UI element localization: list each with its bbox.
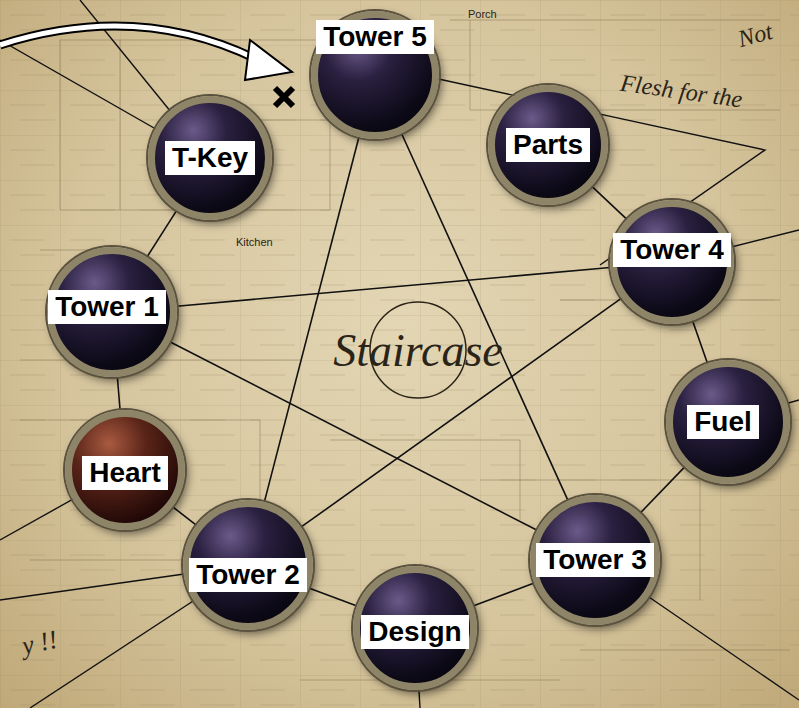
connector-line (309, 588, 357, 606)
connector-line (264, 137, 359, 502)
sphere-node: Design (353, 566, 477, 690)
node-label: Parts (506, 128, 590, 162)
sphere-node: Tower 2 (183, 500, 313, 630)
sphere-node: Parts (488, 85, 608, 205)
node-label: Tower 3 (536, 543, 654, 577)
node-label: Heart (82, 456, 168, 490)
annotation-text: Staircase (333, 324, 503, 377)
node-label: Fuel (687, 405, 759, 439)
annotation-text: Kitchen (236, 236, 273, 248)
sphere-node: Fuel (666, 360, 790, 484)
connector-line (177, 268, 611, 307)
connector-line (147, 210, 177, 257)
x-mark (275, 88, 293, 106)
sphere-node: Tower 5 (311, 11, 439, 139)
sphere-node: Tower 4 (610, 200, 734, 324)
sphere-node: T-Key (148, 96, 272, 220)
node-label: Tower 1 (48, 290, 166, 324)
connector-line (640, 467, 685, 514)
curved-arrow-outline (0, 26, 262, 62)
sphere-node: Heart (65, 410, 185, 530)
connector-line (473, 583, 534, 606)
connector-line (117, 377, 120, 410)
sphere-node: Tower 3 (530, 495, 660, 625)
node-label: T-Key (165, 141, 255, 175)
arrow-head (245, 40, 292, 80)
node-label: Tower 2 (189, 558, 307, 592)
connector-line (692, 321, 707, 364)
connector-line (172, 507, 196, 526)
node-label: Design (361, 615, 468, 649)
node-label: Tower 4 (613, 233, 731, 267)
connector-line (301, 298, 622, 527)
curved-arrow (0, 26, 262, 62)
node-label: Tower 5 (316, 20, 434, 54)
annotation-text: Porch (468, 8, 497, 20)
sphere-node: Tower 1 (47, 247, 177, 377)
connector-line (592, 186, 627, 219)
